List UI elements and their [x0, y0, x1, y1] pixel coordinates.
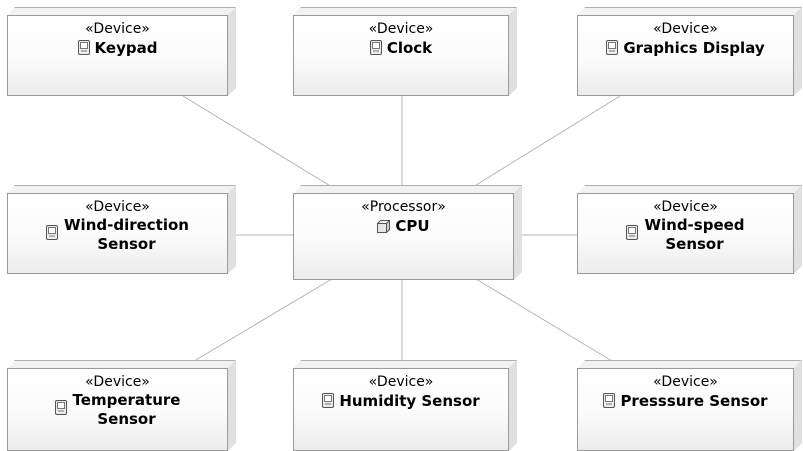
connection-cpu-keypad [182, 95, 333, 188]
node-name-line1: Wind-speed [644, 216, 745, 234]
connection-cpu-pressure [475, 278, 623, 368]
device-icon [626, 225, 639, 245]
device-icon [603, 393, 616, 413]
stereotype-label: «Processor» [361, 199, 446, 215]
connection-cpu-graphics [472, 95, 621, 188]
node-clock[interactable]: «Device» Clock [293, 7, 517, 96]
stereotype-label: «Device» [368, 21, 434, 37]
stereotype-label: «Device» [85, 21, 150, 37]
device-icon [77, 40, 90, 60]
stereotype-label: «Device» [85, 199, 150, 215]
node-name: Keypad [94, 39, 158, 57]
node-name: CPU [395, 217, 430, 235]
device-icon [606, 40, 619, 60]
node-name-line1: Temperature [72, 391, 181, 409]
stereotype-label: «Device» [653, 199, 718, 215]
node-graphics-display[interactable]: «Device» Graphics Display [577, 7, 802, 96]
stereotype-label: «Device» [85, 374, 150, 390]
stereotype-label: «Device» [653, 21, 718, 37]
device-icon [322, 393, 335, 413]
device-icon [46, 225, 59, 245]
device-icon [54, 400, 67, 420]
node-name: Graphics Display [623, 39, 765, 57]
device-icon [369, 40, 382, 60]
node-cpu[interactable]: «Processor» CPU [293, 185, 522, 280]
node-keypad[interactable]: «Device» Keypad [7, 7, 236, 96]
connection-cpu-temperature [183, 278, 333, 368]
node-name: Clock [386, 39, 433, 57]
node-name: Humidity Sensor [339, 392, 480, 410]
node-name-line2: Sensor [665, 235, 724, 253]
stereotype-label: «Device» [653, 374, 718, 390]
node-name-line2: Sensor [97, 410, 156, 428]
node-name: Presssure Sensor [620, 392, 768, 410]
processor-icon [376, 219, 392, 238]
node-name-line2: Sensor [97, 235, 156, 253]
node-name-line1: Wind-direction [64, 216, 189, 234]
stereotype-label: «Device» [368, 374, 434, 390]
node-pressure-sensor[interactable]: «Device» Presssure Sensor [577, 360, 802, 451]
node-humidity-sensor[interactable]: «Device» Humidity Sensor [293, 360, 517, 451]
